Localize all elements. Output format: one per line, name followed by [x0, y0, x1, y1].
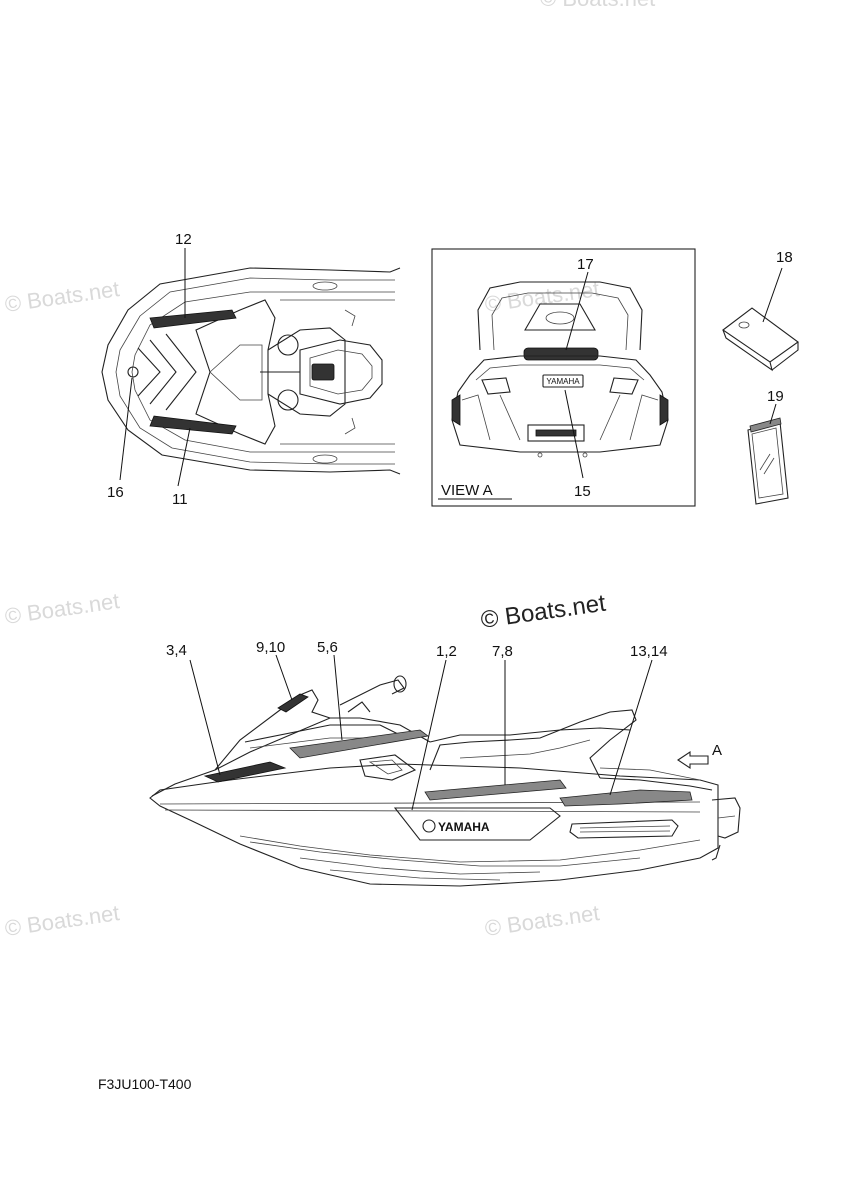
watermark-left-1: © Boats.net [3, 276, 121, 317]
top-view-deck [101, 267, 401, 475]
callout-12: 12 [175, 231, 192, 248]
callout-16: 16 [107, 484, 124, 501]
callout-15: 15 [574, 483, 591, 500]
part-19-card [747, 417, 789, 505]
view-a-frame [431, 248, 696, 507]
view-a-arrow [677, 750, 709, 770]
view-a-rear-view: YAMAHA [451, 281, 669, 458]
callout-11: 11 [172, 491, 188, 508]
callout-7-8: 7,8 [492, 643, 513, 660]
callout-3-4: 3,4 [166, 642, 187, 659]
callout-1-2: 1,2 [436, 643, 457, 660]
diagram-code: F3JU100-T400 [98, 1076, 192, 1092]
watermark-right-3: © Boats.net [483, 900, 601, 941]
part-18-pouch [722, 307, 799, 372]
watermark-left-2: © Boats.net [3, 588, 121, 629]
side-decal-text: YAMAHA [438, 820, 490, 834]
callout-17: 17 [577, 256, 594, 273]
view-a-badge-text: YAMAHA [546, 377, 580, 386]
side-view-watercraft: YAMAHA [149, 675, 741, 887]
watermark-top: © Boats.net [540, 0, 655, 11]
callout-13-14: 13,14 [630, 643, 668, 660]
view-a-title: VIEW A [441, 482, 493, 499]
watermark-left-3: © Boats.net [3, 900, 121, 941]
part-16-marker [127, 366, 139, 378]
callout-9-10: 9,10 [256, 639, 285, 656]
callout-19: 19 [767, 388, 784, 405]
callout-5-6: 5,6 [317, 639, 338, 656]
callout-18: 18 [776, 249, 793, 266]
view-a-arrow-label: A [712, 742, 722, 759]
watermark-center-strong: © Boats.net [479, 590, 608, 634]
